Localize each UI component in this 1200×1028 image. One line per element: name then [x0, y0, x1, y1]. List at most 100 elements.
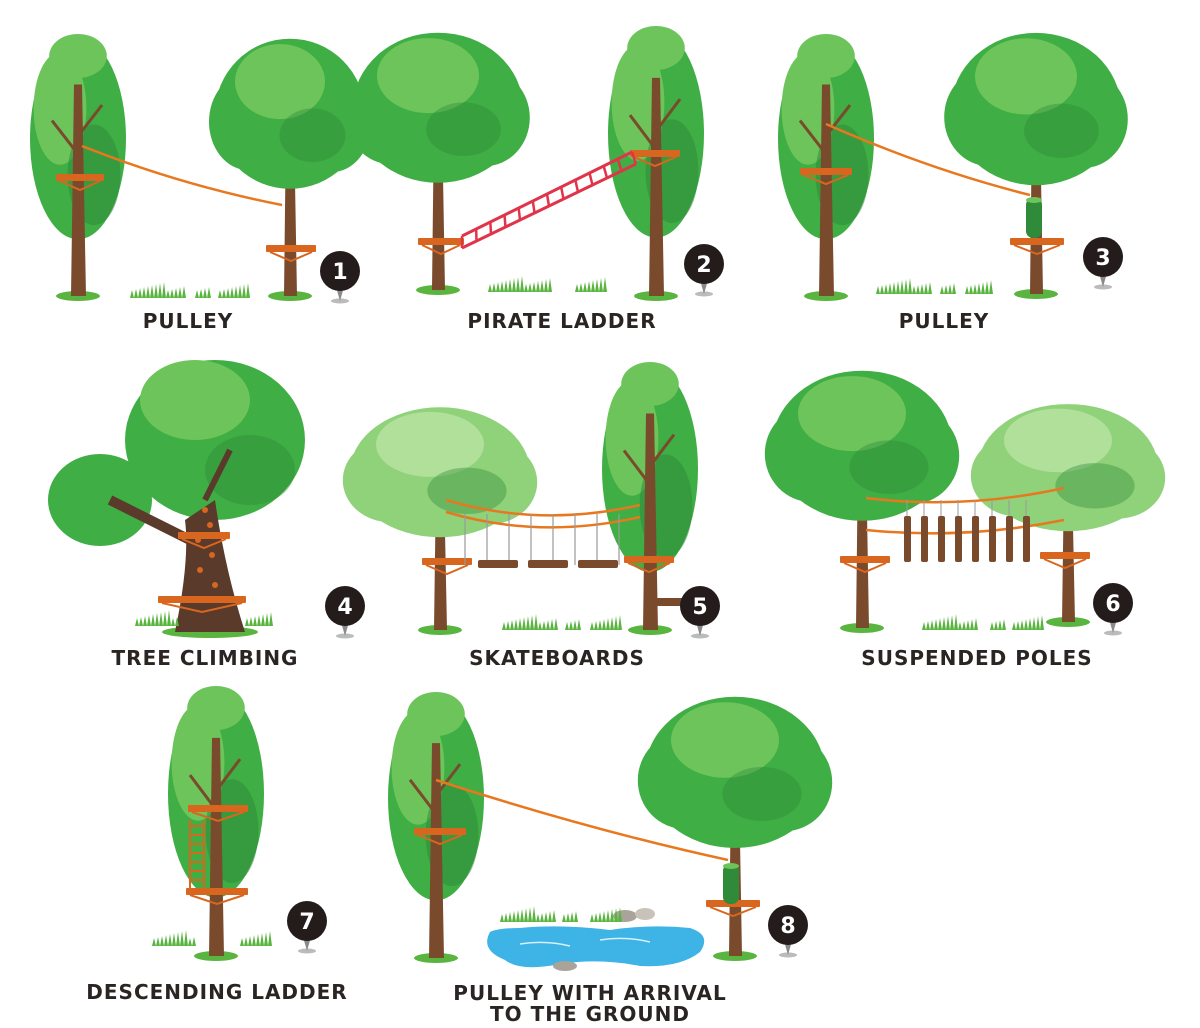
tree-branch — [408, 778, 438, 815]
ladder-rung — [531, 200, 536, 214]
rock-icon — [553, 961, 577, 971]
ladder-rung — [574, 179, 580, 193]
marker-circle — [680, 586, 720, 626]
station-3-grass — [876, 278, 932, 294]
platform-deck — [56, 174, 104, 181]
tree-crown-top — [627, 26, 685, 70]
station-7-number: 7 — [299, 910, 314, 935]
tree-branch — [648, 433, 676, 468]
water-pool — [487, 926, 705, 968]
ladder-rung — [616, 158, 623, 172]
station-3-marker: 3 — [1083, 237, 1123, 290]
climbing-hold — [202, 507, 208, 513]
platform-brace — [269, 251, 313, 263]
station-8-water-pool — [487, 908, 705, 971]
tree-crown-highlight — [235, 44, 325, 120]
station-4-platform-top — [178, 532, 230, 550]
tree-crown-top — [621, 362, 679, 406]
grass-tuft-icon — [1012, 615, 1044, 630]
grass-tuft-icon — [565, 619, 581, 630]
platform-brace — [843, 562, 887, 574]
marker-circle — [287, 901, 327, 941]
station-4-marker: 4 — [325, 586, 365, 639]
platform-deck — [186, 888, 248, 895]
tree-trunk — [819, 84, 834, 296]
tree-branch — [824, 104, 852, 137]
station-3-label: PULLEY — [899, 309, 990, 333]
ladder-rung — [559, 186, 565, 200]
platform-deck — [178, 532, 230, 539]
suspended-pole — [972, 516, 979, 562]
station-4-grass — [245, 612, 273, 626]
grass-tuft-icon — [135, 610, 179, 626]
station-6-platform-right — [1040, 552, 1090, 570]
suspended-pole — [1023, 516, 1030, 562]
station-5-number: 5 — [692, 595, 707, 620]
platform-brace — [59, 180, 101, 192]
station-6-tree-right — [970, 404, 1166, 627]
ladder-rung — [517, 207, 522, 221]
grass-tuft-icon — [590, 907, 622, 922]
station-5-platform-right — [624, 556, 674, 574]
station-5-marker: 5 — [680, 586, 720, 639]
platform-deck — [188, 805, 248, 812]
platform-deck — [418, 238, 464, 245]
marker-circle — [1093, 583, 1133, 623]
station-6-suspended-poles — [904, 500, 1030, 562]
platform-brace — [191, 811, 245, 823]
ladder-rung — [588, 172, 594, 186]
marker-circle — [768, 905, 808, 945]
station-8-platform-left — [414, 828, 466, 846]
platform-deck — [800, 168, 852, 175]
tree-branch — [434, 763, 462, 797]
station-2-marker: 2 — [684, 244, 724, 297]
tree-branch — [798, 119, 828, 156]
tree-branch — [188, 774, 218, 811]
tree-crown-highlight — [671, 702, 779, 778]
station-3-platform-right — [1010, 238, 1064, 256]
station-2-label: PIRATE LADDER — [467, 309, 656, 333]
skateboard-plank — [656, 598, 688, 606]
platform-brace — [181, 538, 227, 550]
platform-brace — [709, 906, 757, 918]
suspended-pole — [921, 516, 928, 562]
station-1-platform-left — [56, 174, 104, 192]
platform-deck — [158, 596, 246, 603]
platform-deck — [1010, 238, 1064, 245]
suspended-pole — [955, 516, 962, 562]
station-6-label: SUSPENDED POLES — [861, 646, 1092, 670]
station-4-label: TREE CLIMBING — [112, 646, 299, 670]
grass-tuft-icon — [965, 280, 993, 294]
station-3-tree-left — [778, 34, 874, 301]
station-3-grass — [965, 280, 993, 294]
tree-crown-highlight — [781, 52, 835, 165]
tree-crown-shade — [279, 108, 346, 162]
marker-circle — [1083, 237, 1123, 277]
marker-circle — [325, 586, 365, 626]
platform-deck — [266, 245, 316, 252]
station-7-marker: 7 — [287, 901, 327, 954]
tree-crown-shade — [849, 440, 929, 495]
station-3-tree-right — [944, 32, 1128, 299]
grass-tuft-icon — [922, 614, 978, 630]
cylinder-top — [723, 863, 739, 869]
platform-deck — [414, 828, 466, 835]
tree-branch — [214, 758, 242, 792]
cylinder-body — [723, 864, 739, 904]
station-1-grass — [195, 287, 211, 298]
station-4-number: 4 — [337, 595, 352, 620]
platform-deck — [422, 558, 472, 565]
station-6-cable-top — [865, 486, 1065, 504]
skateboard-plank — [478, 560, 518, 568]
station-8-grass — [500, 906, 556, 922]
marker-circle — [684, 244, 724, 284]
ladder-rung — [489, 221, 493, 235]
grass-tuft-icon — [590, 615, 622, 630]
suspended-pole — [938, 516, 945, 562]
tree-crown-highlight — [605, 380, 659, 496]
station-2-pirate-ladder — [460, 150, 638, 250]
cylinder-body — [1026, 198, 1042, 238]
station-1-tree-left — [30, 34, 126, 301]
platform-brace — [1043, 558, 1087, 570]
tree-branch — [76, 104, 104, 137]
